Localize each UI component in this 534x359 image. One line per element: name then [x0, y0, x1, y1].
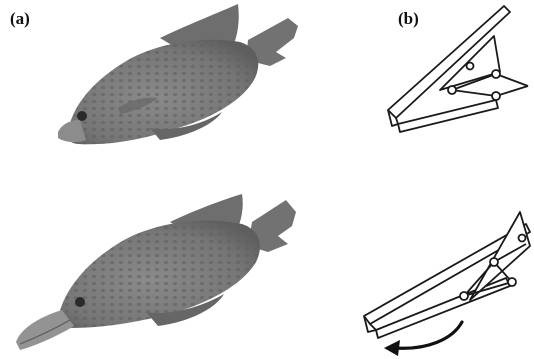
fish-mouth-closed — [58, 4, 298, 144]
linkage-top-joint-4 — [467, 63, 474, 70]
linkage-open — [364, 212, 530, 338]
linkage-top-link-2 — [452, 90, 496, 96]
fish-bottom-eye — [75, 297, 85, 307]
linkage-bottom-joint-4 — [519, 235, 526, 242]
fish-mouth-protruded — [16, 194, 296, 350]
linkage-bottom-joint-1 — [460, 292, 468, 300]
linkage-top-lower-bar — [398, 100, 498, 132]
linkage-closed — [388, 6, 528, 132]
linkage-bottom-joint-3 — [508, 278, 516, 286]
linkage-top-joint-2 — [492, 70, 500, 78]
linkage-top-joint-3 — [492, 92, 500, 100]
linkage-top-link-4 — [496, 86, 528, 96]
linkage-bottom-joint-2 — [490, 258, 498, 266]
linkage-top-joint-1 — [448, 86, 456, 94]
linkage-top-link-3 — [496, 74, 528, 86]
fish-bottom-protruded-jaw — [16, 310, 74, 350]
fish-top-eye — [77, 111, 87, 121]
